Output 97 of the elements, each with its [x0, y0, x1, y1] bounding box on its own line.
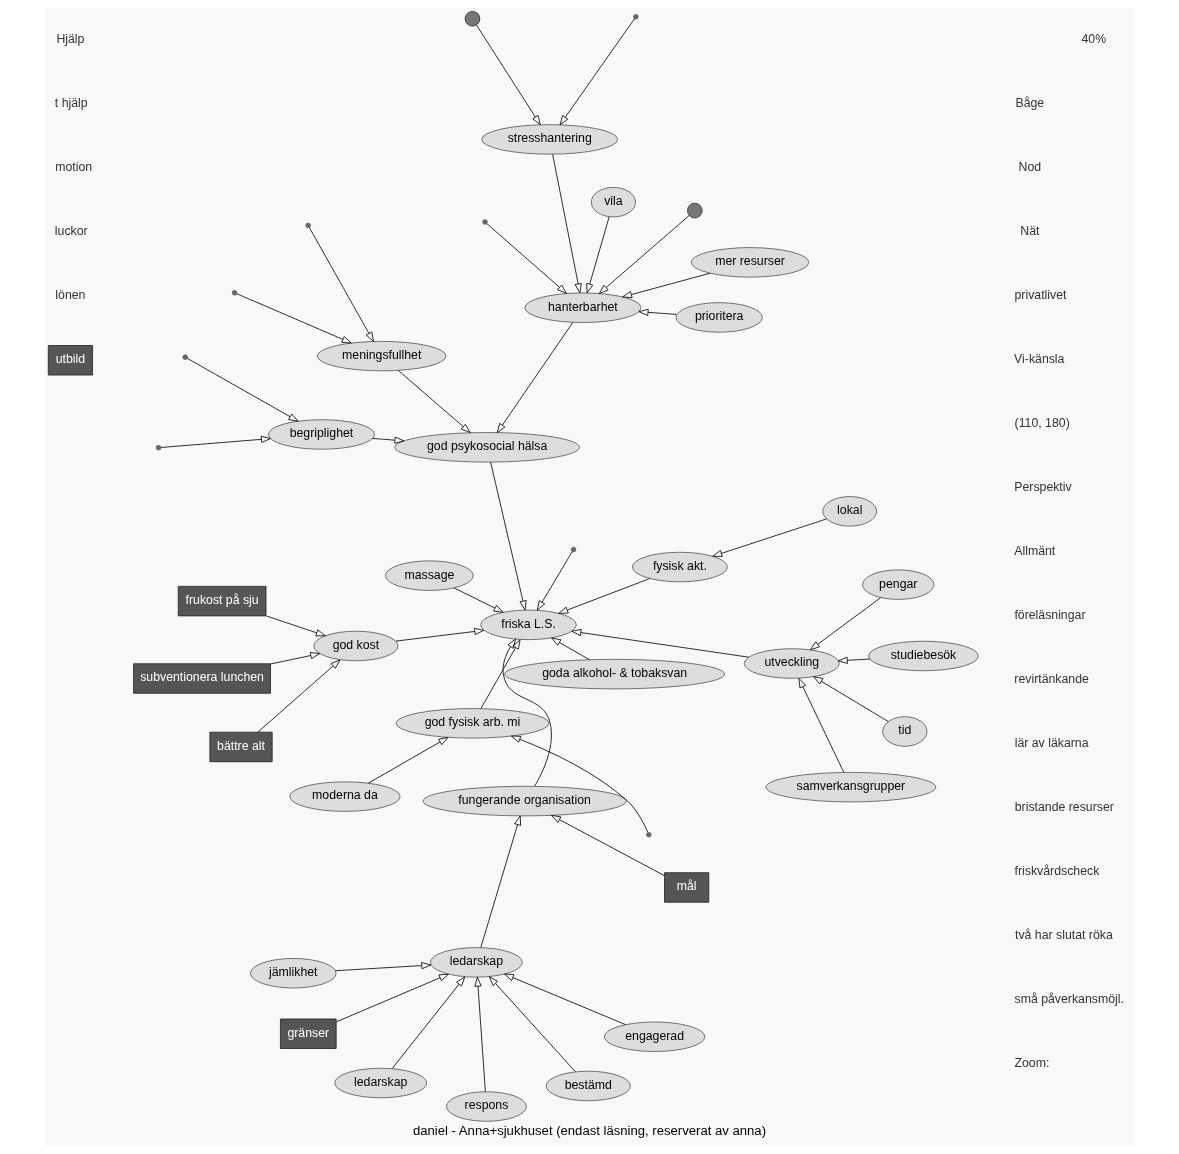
arrow [622, 272, 711, 299]
arrow [480, 639, 521, 709]
arrow [813, 676, 889, 722]
arrow [474, 976, 486, 1093]
arrow [810, 597, 882, 651]
label: bristande resurser [1014, 799, 1114, 814]
caption: daniel - Anna+sjukhuset (endast läsning, reserverat av anna) [412, 1123, 767, 1139]
node-ellipse: tid [882, 716, 928, 747]
label: lönen [55, 288, 86, 303]
label: lär av läkarna [1014, 735, 1089, 750]
label: luckor [54, 224, 88, 239]
node-ellipse: samverkansgrupper [765, 772, 937, 803]
node-ellipse: vila [590, 187, 636, 218]
label: två har slutat röka [1015, 927, 1113, 942]
arrow [270, 652, 321, 665]
label: Hjälp [56, 32, 85, 47]
node-ellipse: jämlikhet [250, 958, 337, 989]
arrow [537, 551, 573, 611]
arrow [453, 587, 504, 613]
node-ellipse: stresshantering [481, 124, 619, 155]
arrow [476, 24, 541, 126]
arrow [265, 615, 326, 637]
node-box: frukost på sju [177, 585, 267, 617]
arrow [236, 293, 352, 344]
label: motion [55, 160, 93, 175]
node-ellipse: meningsfullhet [316, 340, 447, 372]
node-circle [464, 11, 481, 27]
arrow [559, 18, 635, 126]
arrow [367, 737, 449, 784]
arrow [336, 973, 449, 1023]
node-ellipse: god fysisk arb. mi [395, 708, 550, 739]
arrow [837, 656, 871, 664]
arrow [551, 637, 590, 661]
node-ellipse: fungerande organisation [422, 785, 627, 817]
arrow [480, 815, 522, 948]
node-ellipse: lokal [822, 496, 878, 527]
node-ellipse: bestämd [545, 1070, 631, 1102]
arrow [488, 976, 576, 1073]
node-ellipse: begriplighet [267, 419, 375, 450]
label: Nod [1018, 160, 1042, 175]
arrow [496, 322, 574, 434]
node-ellipse: moderna da [289, 781, 401, 812]
node-ellipse: pengar [862, 569, 935, 600]
arrow [551, 814, 665, 877]
arrow [187, 358, 299, 422]
label: Nät [1020, 224, 1040, 239]
node-circle [687, 202, 703, 219]
node-ellipse: prioritera [675, 302, 763, 333]
arrow [598, 215, 690, 294]
label: Båge [1015, 96, 1045, 111]
arrow [398, 370, 471, 434]
node-box: subventionera lunchen [133, 663, 271, 694]
arrow [257, 659, 341, 733]
arrow [309, 227, 374, 342]
node-ellipse: massage [385, 560, 474, 591]
arrow [552, 153, 582, 294]
label: privatlivet [1014, 288, 1067, 303]
arrow [798, 678, 845, 773]
node-ellipse: ledarskap [429, 947, 523, 978]
label: t hjälp [54, 96, 88, 111]
arrow [586, 216, 610, 294]
label: (110, 180) [1014, 416, 1070, 431]
arrow [335, 962, 432, 972]
arrow [372, 436, 405, 444]
arrow [571, 629, 750, 658]
node-ellipse: studiebesök [868, 640, 979, 672]
label: Allmänt [1014, 544, 1056, 559]
label: revirtänkande [1014, 671, 1089, 686]
node-ellipse: mer resurser [690, 247, 810, 278]
label: föreläsningar [1014, 608, 1086, 623]
node-box: gränser [280, 1018, 337, 1049]
node-ellipse: ledarskap [334, 1067, 428, 1099]
node-box: mål [664, 872, 710, 903]
node-box: bättre alt [209, 731, 273, 763]
arrow [504, 973, 626, 1026]
arrow [558, 578, 651, 614]
arrow [395, 627, 485, 642]
node-box: utbild [47, 345, 93, 376]
node-ellipse: engagerad [603, 1021, 706, 1052]
arrow [490, 461, 527, 611]
arrow [510, 735, 649, 833]
label: 40% [1081, 32, 1107, 47]
label: Vi-känsla [1014, 352, 1065, 367]
arrow [712, 518, 827, 557]
node-ellipse: friska L.S. [480, 609, 577, 641]
arrow [486, 223, 567, 294]
node-ellipse: goda alkohol- & tobaksvan [504, 658, 726, 690]
label: små påverkansmöjl. [1014, 991, 1124, 1006]
node-ellipse: utveckling [743, 648, 840, 679]
node-ellipse: respons [446, 1091, 527, 1122]
label: Perspektiv [1014, 480, 1072, 495]
label: friskvårdscheck [1014, 863, 1100, 878]
arrow [502, 638, 552, 787]
arrow [391, 976, 466, 1070]
arrow [638, 308, 677, 316]
label: Zoom: [1014, 1055, 1050, 1070]
arrow [160, 435, 271, 448]
